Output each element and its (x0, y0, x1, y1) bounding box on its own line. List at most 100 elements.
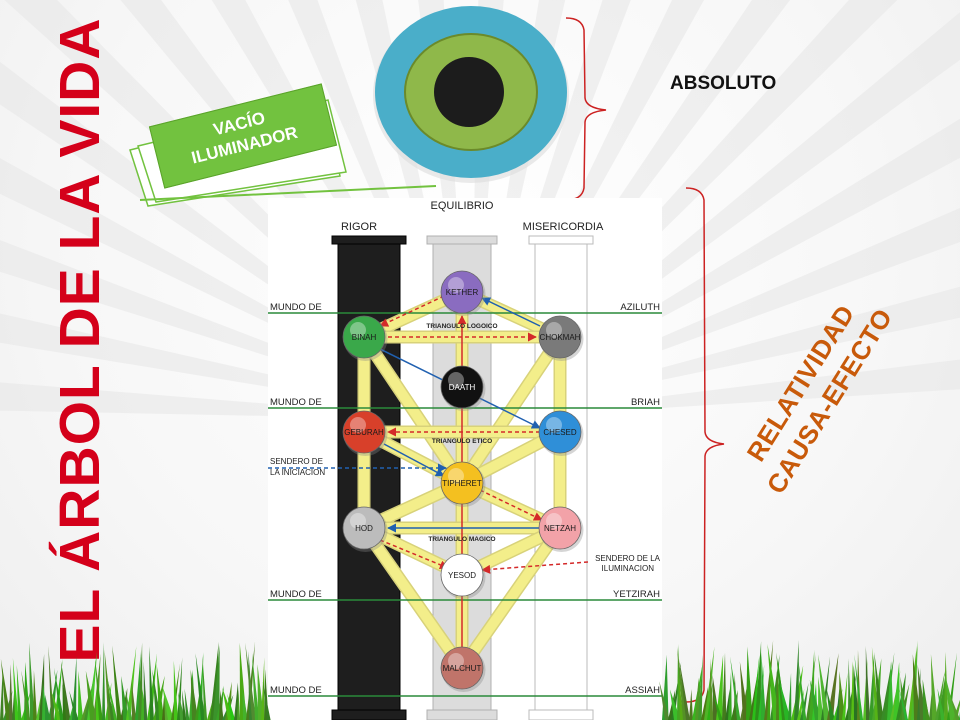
sephira-chokmah-circle (538, 315, 582, 359)
grass-blade (881, 662, 892, 720)
grass-blade (809, 679, 822, 720)
arrow-geburah-tiphereth (383, 443, 445, 477)
world-3-right-label: YETZIRAH (613, 589, 660, 600)
sephira-malchut-circle (440, 646, 484, 690)
world-1-left-label: MUNDO DE (270, 302, 322, 313)
world-3-left-label: MUNDO DE (270, 589, 322, 600)
grass-blade (788, 672, 792, 720)
grass-blade (48, 669, 58, 720)
grass-blade (692, 664, 703, 720)
grass-blade (874, 654, 884, 720)
sendero-iluminacion-line-2: ILUMINACION (602, 564, 655, 573)
sephira-tiphereth-label: TIPHERET (442, 479, 482, 488)
arrow-chokmah-kether (481, 297, 541, 327)
grass-blade (147, 653, 158, 720)
grass-blade (107, 690, 116, 720)
grass-blade (794, 640, 799, 720)
sephira-malchut-label: MALCHUT (443, 664, 482, 673)
grass-blade (173, 660, 179, 720)
grass-blade (93, 653, 101, 720)
grass-blade (869, 651, 875, 720)
grass-blade (764, 640, 774, 720)
grass-blade (239, 642, 247, 720)
grass-blade (716, 654, 724, 720)
triangle-logoico-label: TRIANGULO LOGOICO (426, 323, 497, 330)
grass-blade (854, 654, 864, 720)
rigor-pillar-base (331, 709, 407, 720)
grass-blade (887, 661, 894, 720)
grass-blade (730, 656, 741, 720)
grass-blade (33, 670, 38, 720)
misericordia-pillar-base (528, 709, 594, 720)
background-ray (355, 0, 470, 420)
grass-blade (131, 679, 137, 720)
sendero-iniciacion-line-2: LA INICIACION (270, 468, 325, 477)
sephira-daath-label: DAATH (449, 383, 476, 392)
sephira-kether: KETHER (440, 270, 486, 316)
grass-blade (778, 661, 786, 720)
sephira-daath-circle (440, 365, 484, 409)
equilibrio-pillar-base (426, 709, 498, 720)
sephira-chesed-label: CHESED (543, 428, 577, 437)
grass-blade (0, 658, 11, 720)
background-ray (470, 118, 960, 420)
vacio-line (139, 185, 437, 201)
grass-blade (242, 687, 249, 720)
grass-blade (202, 655, 208, 720)
grass-blade (182, 690, 187, 720)
grass-blade (937, 688, 946, 720)
sephira-chesed: CHESED (538, 410, 584, 456)
grass-blade (152, 669, 161, 720)
grass-blade (190, 669, 199, 720)
grass-blade (85, 670, 97, 720)
triangle-etico-label: TRIANGULO ETICO (432, 438, 492, 445)
grass-blade (710, 658, 714, 720)
world-2-right-label: BRIAH (631, 397, 660, 408)
sephira-yesod-label: YESOD (448, 571, 476, 580)
grass-blade (827, 653, 839, 720)
grass-blade (16, 664, 22, 720)
grass-blade (251, 653, 260, 720)
grass-blade (112, 645, 122, 720)
sephira-geburah: GEBURAH (342, 410, 388, 456)
grass-blade (871, 646, 880, 720)
grass-blade (219, 689, 224, 720)
grass-blade (177, 657, 183, 720)
sephira-kether-label: KETHER (446, 288, 479, 297)
sephira-geburah-label: GEBURAH (344, 428, 384, 437)
grass-blade (138, 642, 143, 720)
grass-blade (698, 654, 703, 720)
grass-blade (761, 652, 767, 720)
grass-blade (712, 690, 723, 720)
misericordia-label: MISERICORDIA (523, 221, 604, 233)
grass-blade (0, 668, 4, 720)
sephira-chokmah-label: CHOKMAH (540, 333, 581, 342)
grass-blade (213, 645, 220, 720)
rigor-label: RIGOR (341, 221, 377, 233)
grass-blade (953, 699, 960, 720)
background-ray (0, 240, 470, 420)
grass-blade (21, 690, 31, 720)
absolute-eye-icon (373, 6, 569, 183)
world-4-right-label: ASSIAH (625, 685, 660, 696)
grass-blade (261, 657, 265, 720)
grass-blade (704, 646, 715, 720)
grass-blade (184, 688, 190, 720)
grass-blade (50, 690, 63, 720)
grass-blade (938, 670, 947, 720)
grass-blade (950, 694, 960, 720)
sephira-binah-circle (342, 315, 386, 359)
grass-blade (728, 670, 732, 720)
grass-blade (78, 670, 84, 720)
grass-blade (935, 671, 945, 720)
grass-blade (679, 658, 690, 720)
arrow-hod-yesod (379, 539, 449, 570)
grass-blade (227, 694, 236, 720)
sephira-netzah-label: NETZAH (544, 524, 576, 533)
grass-blade (779, 680, 791, 720)
grass-blade (930, 653, 938, 720)
world-2-left-label: MUNDO DE (270, 397, 322, 408)
grass-blade (746, 646, 753, 720)
